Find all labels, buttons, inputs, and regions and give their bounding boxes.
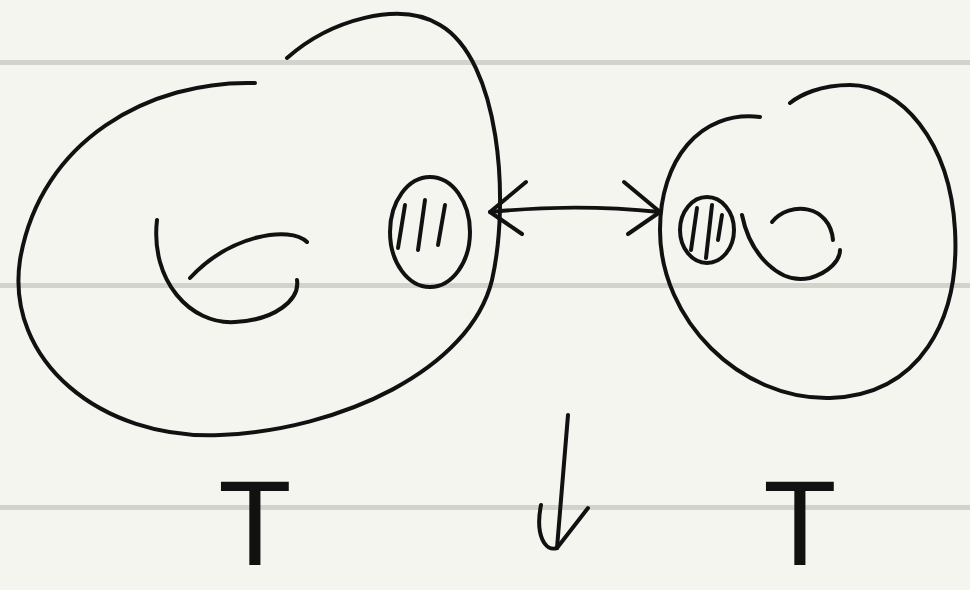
double-arrow: [490, 182, 660, 234]
surface-node: T: [660, 80, 960, 585]
surface-label: T: [763, 463, 836, 583]
surface-label: T: [218, 463, 291, 583]
surface-node: T: [10, 5, 490, 585]
down-arrow: [539, 415, 588, 549]
